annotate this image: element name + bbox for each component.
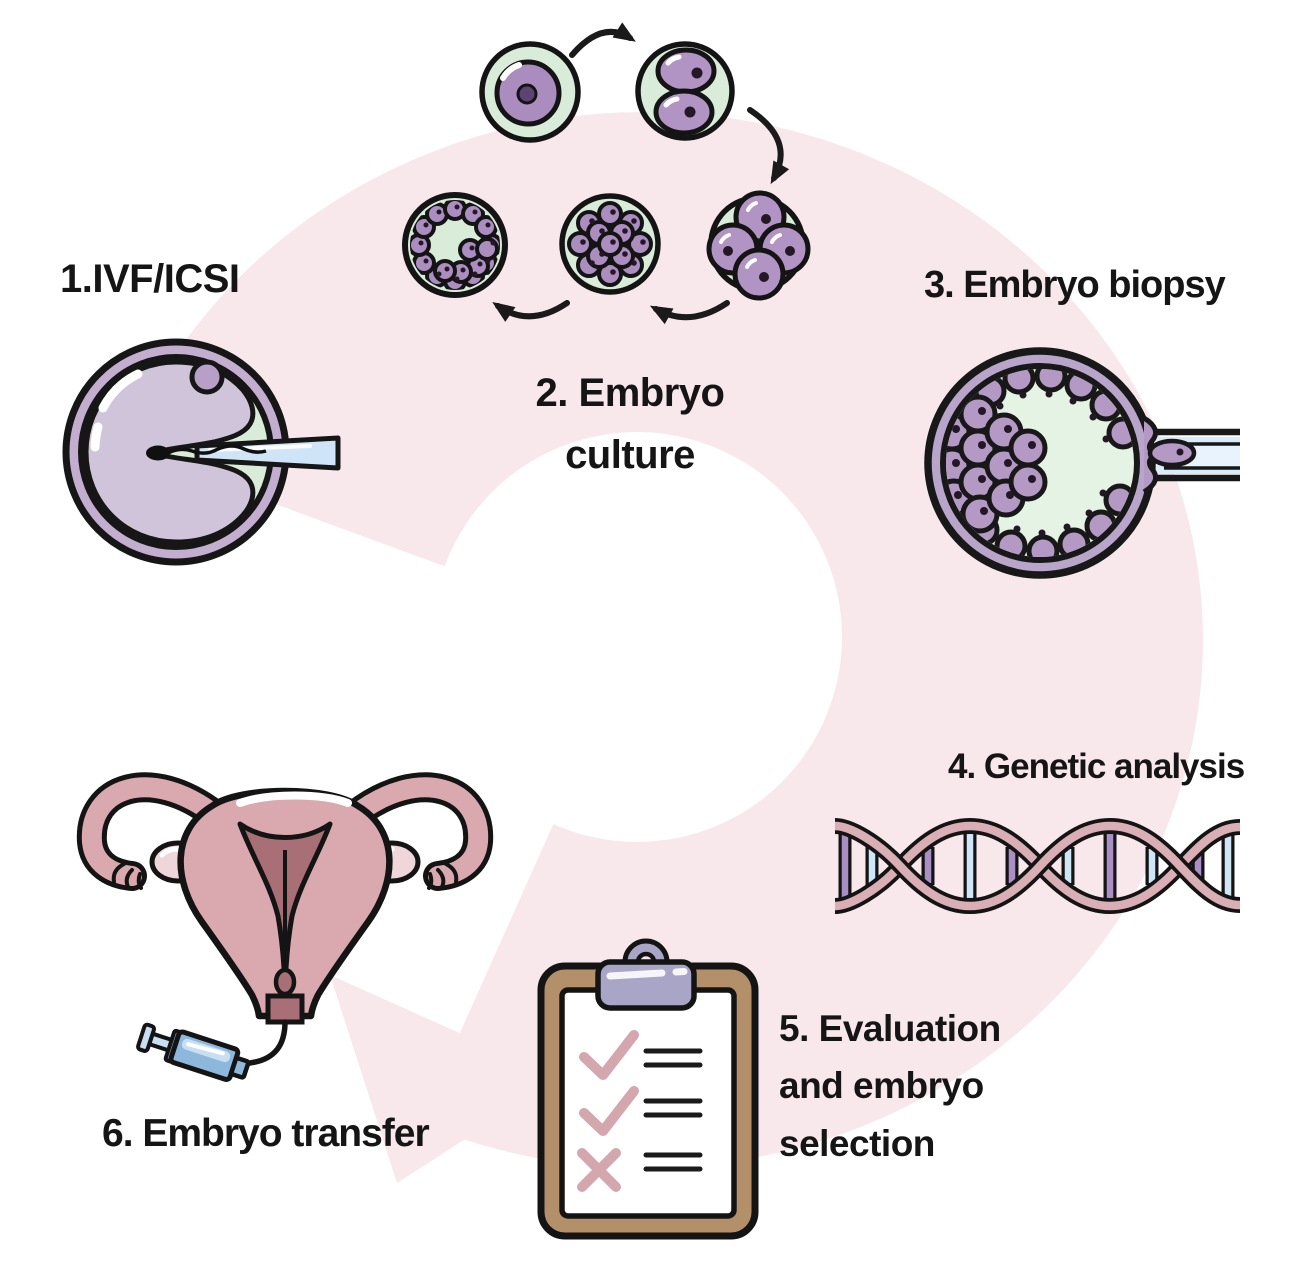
arrow-4cell-to-morula (649, 300, 730, 325)
fallopian-tubes (76, 772, 494, 891)
step-3-label: 3. Embryo biopsy (924, 264, 1226, 306)
dna-rungs (838, 830, 1235, 902)
step-6-label: 6. Embryo transfer (102, 1112, 430, 1155)
early-blastocyst (402, 192, 508, 298)
checklist-row-cross (577, 1148, 703, 1192)
checklist-row-check-1 (579, 1030, 703, 1080)
fimbriae (111, 862, 459, 890)
dna-strand-b (834, 817, 1241, 915)
transfer-catheter (247, 1019, 288, 1066)
dna-helix-illustration (834, 817, 1241, 915)
embryo-culture-stages-illustration (402, 22, 811, 325)
two-cell-embryo (635, 41, 735, 141)
step-1-label: 1.IVF/ICSI (60, 257, 240, 301)
step-5-label: 5. Evaluation and embryo selection (779, 1008, 1001, 1164)
zygote (479, 41, 581, 143)
sperm (146, 444, 267, 461)
checklist-row-check-2 (579, 1086, 703, 1136)
four-cell-embryo (706, 190, 811, 301)
transfer-syringe (136, 1022, 251, 1082)
arrow-2cell-to-4cell (747, 107, 790, 185)
embryo-transfer-illustration (76, 772, 494, 1082)
culture-arrows (492, 22, 790, 325)
arrow-morula-to-blastocyst (492, 300, 570, 322)
morula (559, 193, 661, 295)
uterine-cavity (237, 821, 333, 1025)
embryo-biopsy-illustration (924, 347, 1240, 579)
inner-cell-mass (946, 394, 1048, 534)
arrow-zygote-to-2cell (569, 22, 636, 58)
step-2-label: 2. Embryo culture (535, 371, 725, 477)
clipboard-illustration (537, 938, 759, 1240)
icsi-needle (194, 435, 341, 471)
step-4-label: 4. Genetic analysis (948, 747, 1245, 786)
aspirated-cell (1142, 415, 1197, 495)
icsi-egg-illustration (62, 338, 341, 566)
polar-body (189, 359, 225, 395)
egg-cytoplasm (83, 359, 256, 545)
cycle-arrowhead (330, 975, 560, 1183)
